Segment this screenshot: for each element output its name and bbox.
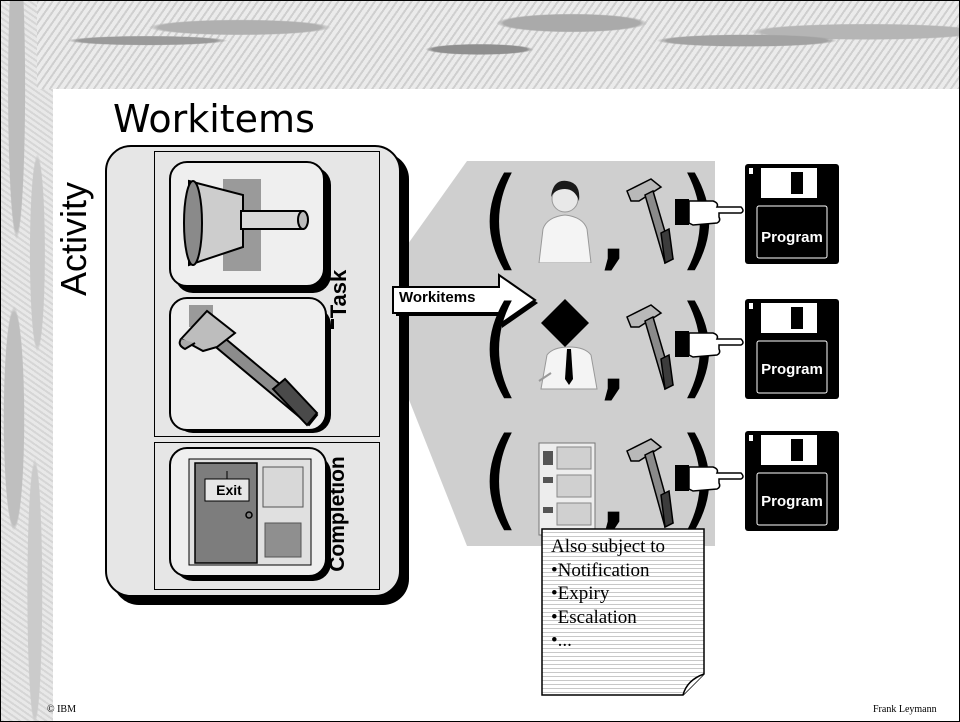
note-line: Also subject to [551, 536, 665, 557]
hammer-icon [626, 178, 674, 265]
hammer-icon [626, 438, 674, 529]
program-label: Program [761, 361, 823, 378]
task-connector [331, 319, 334, 329]
funnel-icon [183, 179, 309, 271]
program-label: Program [761, 229, 823, 246]
floppy-disk-icon [745, 299, 839, 399]
program-label: Program [761, 493, 823, 510]
floppy-disk-icon [745, 164, 839, 264]
floppy-disk-icon [745, 431, 839, 531]
comma-separator: , [601, 200, 627, 277]
pointing-hand-icon [675, 465, 744, 492]
workitems-arrow-icon [392, 273, 538, 328]
hammer-icon [626, 304, 674, 391]
server-icon [538, 442, 596, 536]
decorative-leaf-band-left [1, 1, 53, 721]
note-page [541, 528, 705, 696]
pointing-hand-icon [675, 199, 744, 226]
note-text: Also subject to •Notification •Expiry •E… [551, 535, 665, 653]
open-paren: ( [481, 154, 520, 282]
note-line: •Escalation [551, 606, 637, 628]
note-line: •Notification [551, 559, 650, 581]
note-line: •... [551, 630, 572, 651]
comma-separator: , [601, 330, 627, 407]
note-line: •Expiry [551, 583, 610, 604]
person-icon [538, 180, 592, 263]
pointing-hand-icon [675, 331, 744, 358]
open-paren: ( [481, 282, 520, 410]
exit-door-icon [188, 458, 312, 566]
exit-sign-label: Exit [216, 482, 242, 498]
completion-label: Completion [326, 456, 349, 572]
role-icon [538, 299, 598, 390]
comma-separator: , [601, 463, 627, 540]
task-label: Task [326, 269, 351, 319]
decorative-leaf-band-top [37, 1, 959, 89]
footer-copyright: © IBM [47, 704, 76, 715]
open-paren: ( [481, 414, 520, 542]
workitems-arrow-label: Workitems [399, 289, 476, 306]
footer-author: Frank Leymann [873, 704, 937, 715]
activity-label: Activity [53, 182, 94, 297]
slide-title: Workitems [113, 97, 315, 141]
hammer-icon [178, 305, 319, 427]
